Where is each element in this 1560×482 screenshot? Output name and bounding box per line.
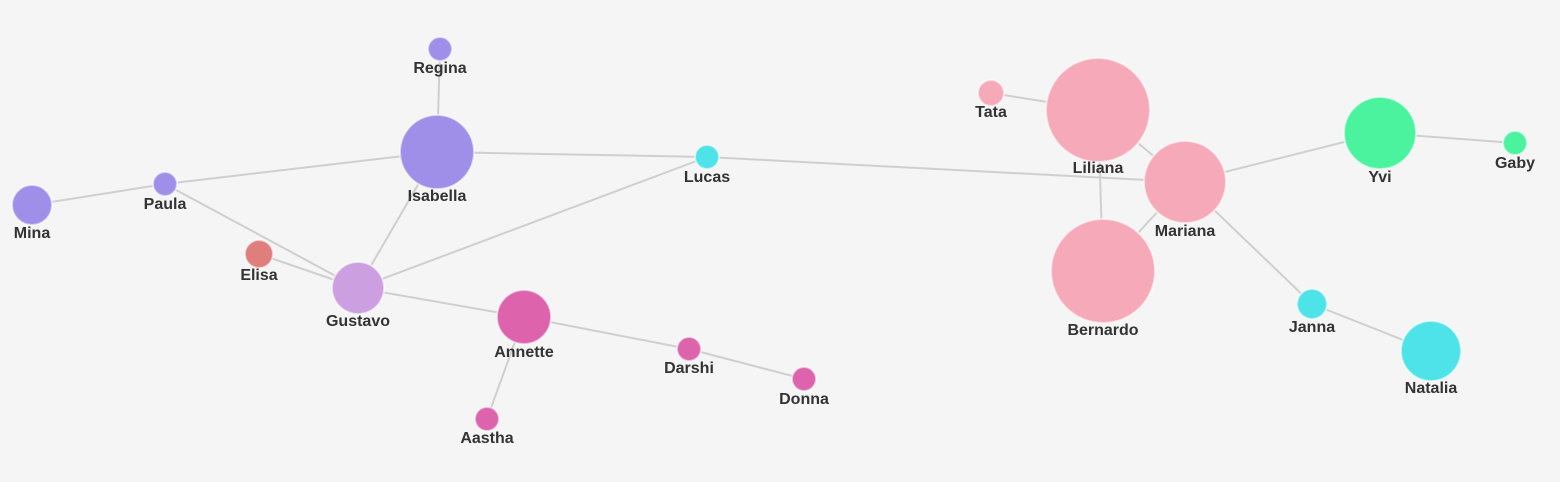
- node-tata[interactable]: [977, 79, 1005, 107]
- node-label-annette: Annette: [494, 344, 554, 361]
- node-paula[interactable]: [152, 171, 178, 197]
- nodes-layer: [11, 36, 1528, 432]
- node-label-regina: Regina: [413, 60, 466, 77]
- node-label-natalia: Natalia: [1405, 380, 1458, 397]
- node-label-paula: Paula: [144, 196, 187, 213]
- edge-gustavo-annette: [357, 287, 525, 318]
- node-label-lucas: Lucas: [684, 169, 730, 186]
- node-label-mariana: Mariana: [1155, 223, 1216, 240]
- node-label-tata: Tata: [975, 104, 1007, 121]
- node-gustavo[interactable]: [331, 261, 385, 315]
- node-label-gustavo: Gustavo: [326, 313, 390, 330]
- edge-darshi-donna: [688, 348, 805, 380]
- node-label-donna: Donna: [779, 391, 829, 408]
- node-label-darshi: Darshi: [664, 360, 714, 377]
- node-label-janna: Janna: [1289, 319, 1335, 336]
- node-janna[interactable]: [1296, 288, 1328, 320]
- node-bernardo[interactable]: [1050, 218, 1156, 324]
- edge-paula-isabella: [164, 151, 438, 185]
- node-natalia[interactable]: [1400, 320, 1462, 382]
- node-label-bernardo: Bernardo: [1067, 322, 1138, 339]
- node-liliana[interactable]: [1045, 57, 1151, 163]
- edge-paula-gustavo: [164, 183, 359, 289]
- node-label-gaby: Gaby: [1495, 155, 1535, 172]
- node-gaby[interactable]: [1502, 130, 1528, 156]
- node-elisa[interactable]: [244, 239, 274, 269]
- edge-gustavo-lucas: [357, 156, 708, 289]
- node-label-mina: Mina: [14, 225, 51, 242]
- edge-lucas-mariana: [706, 156, 1186, 183]
- node-label-yvi: Yvi: [1368, 169, 1391, 186]
- node-donna[interactable]: [791, 366, 817, 392]
- node-regina[interactable]: [427, 36, 453, 62]
- node-label-aastha: Aastha: [460, 430, 513, 447]
- node-annette[interactable]: [496, 289, 552, 345]
- node-label-liliana: Liliana: [1073, 160, 1124, 177]
- edge-annette-darshi: [523, 316, 690, 350]
- node-aastha[interactable]: [474, 406, 500, 432]
- node-label-elisa: Elisa: [240, 267, 277, 284]
- node-yvi[interactable]: [1343, 96, 1417, 170]
- edge-mina-paula: [31, 183, 166, 206]
- edge-isabella-lucas: [436, 151, 708, 158]
- edges-layer: [31, 48, 1516, 420]
- node-mariana[interactable]: [1143, 140, 1227, 224]
- node-lucas[interactable]: [694, 144, 720, 170]
- node-darshi[interactable]: [676, 336, 702, 362]
- node-label-isabella: Isabella: [408, 188, 467, 205]
- node-isabella[interactable]: [399, 114, 475, 190]
- node-mina[interactable]: [11, 184, 53, 226]
